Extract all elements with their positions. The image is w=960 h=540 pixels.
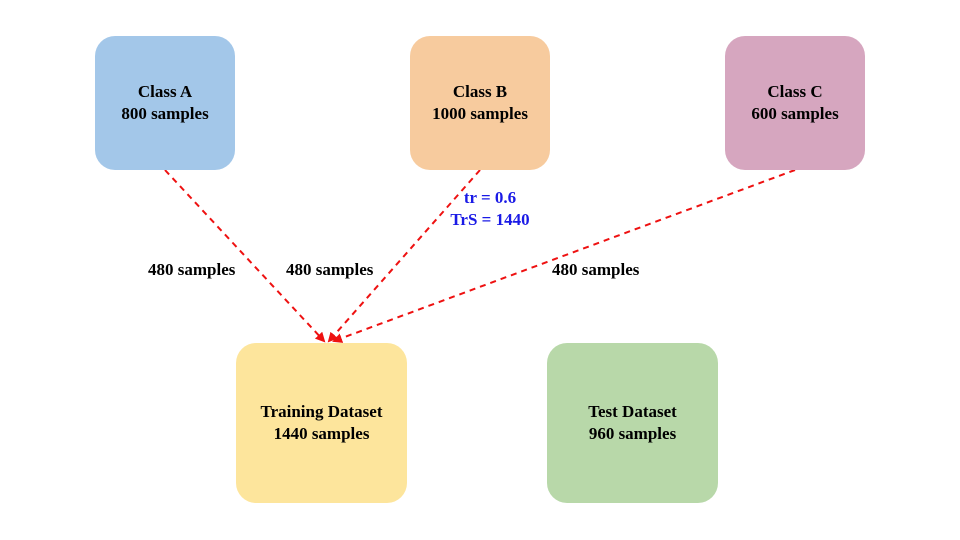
edge-label-class-c: 480 samples [552,260,640,279]
class-b-samples: 1000 samples [432,104,528,123]
class-c-node: Class C 600 samples [725,36,865,170]
test-dataset-node: Test Dataset 960 samples [547,343,718,503]
training-dataset-node: Training Dataset 1440 samples [236,343,407,503]
arrow-class-a-to-training [164,169,326,343]
class-a-title: Class A [137,82,193,101]
arrow-class-b-to-training [327,169,481,343]
test-dataset-samples: 960 samples [588,424,677,443]
training-size-label: TrS = 1440 [450,210,530,229]
class-c-title: Class C [767,82,823,101]
training-ratio-label: tr = 0.6 [463,188,517,207]
class-b-node: Class B 1000 samples [410,36,550,170]
class-a-samples: 800 samples [121,104,209,123]
class-a-node: Class A 800 samples [95,36,235,170]
class-b-title: Class B [452,82,508,101]
training-dataset-title: Training Dataset [260,402,383,421]
arrow-class-c-to-training [332,169,796,343]
edge-label-class-a: 480 samples [148,260,236,279]
test-dataset-title: Test Dataset [588,402,677,421]
edge-label-class-b: 480 samples [286,260,374,279]
training-dataset-samples: 1440 samples [273,424,370,443]
class-c-samples: 600 samples [751,104,839,123]
